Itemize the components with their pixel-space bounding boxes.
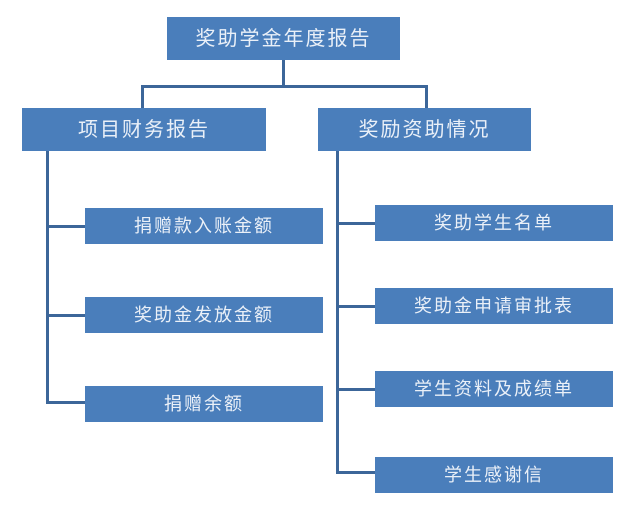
connector-left-stub-3 bbox=[46, 401, 85, 404]
connector-right-stub-1 bbox=[336, 222, 375, 225]
leaf-node-donation-received-amount[interactable]: 捐赠款入账金额 bbox=[85, 208, 323, 244]
connector-left-spine bbox=[46, 151, 49, 404]
connector-branch-left-drop bbox=[141, 85, 144, 108]
connector-right-stub-2 bbox=[336, 305, 375, 308]
root-node[interactable]: 奖助学金年度报告 bbox=[167, 17, 400, 60]
leaf-node-student-records-transcript[interactable]: 学生资料及成绩单 bbox=[375, 371, 613, 407]
branch-node-award-funding-status[interactable]: 奖励资助情况 bbox=[318, 108, 531, 151]
connector-left-stub-2 bbox=[46, 314, 85, 317]
leaf-node-thank-you-letter[interactable]: 学生感谢信 bbox=[375, 457, 613, 493]
leaf-node-scholarship-disbursed-amount[interactable]: 奖助金发放金额 bbox=[85, 297, 323, 333]
branch-node-financial-report[interactable]: 项目财务报告 bbox=[22, 108, 266, 151]
connector-right-stub-3 bbox=[336, 388, 375, 391]
connector-branch-right-drop bbox=[425, 85, 428, 108]
leaf-node-student-roster[interactable]: 奖助学生名单 bbox=[375, 205, 613, 241]
connector-right-stub-4 bbox=[336, 471, 375, 474]
leaf-node-donation-balance[interactable]: 捐赠余额 bbox=[85, 386, 323, 422]
leaf-node-application-approval-form[interactable]: 奖助金申请审批表 bbox=[375, 288, 613, 324]
connector-root-stem bbox=[282, 60, 285, 85]
connector-left-stub-1 bbox=[46, 225, 85, 228]
connector-right-spine bbox=[336, 151, 339, 474]
connector-level2-bar bbox=[141, 85, 428, 88]
